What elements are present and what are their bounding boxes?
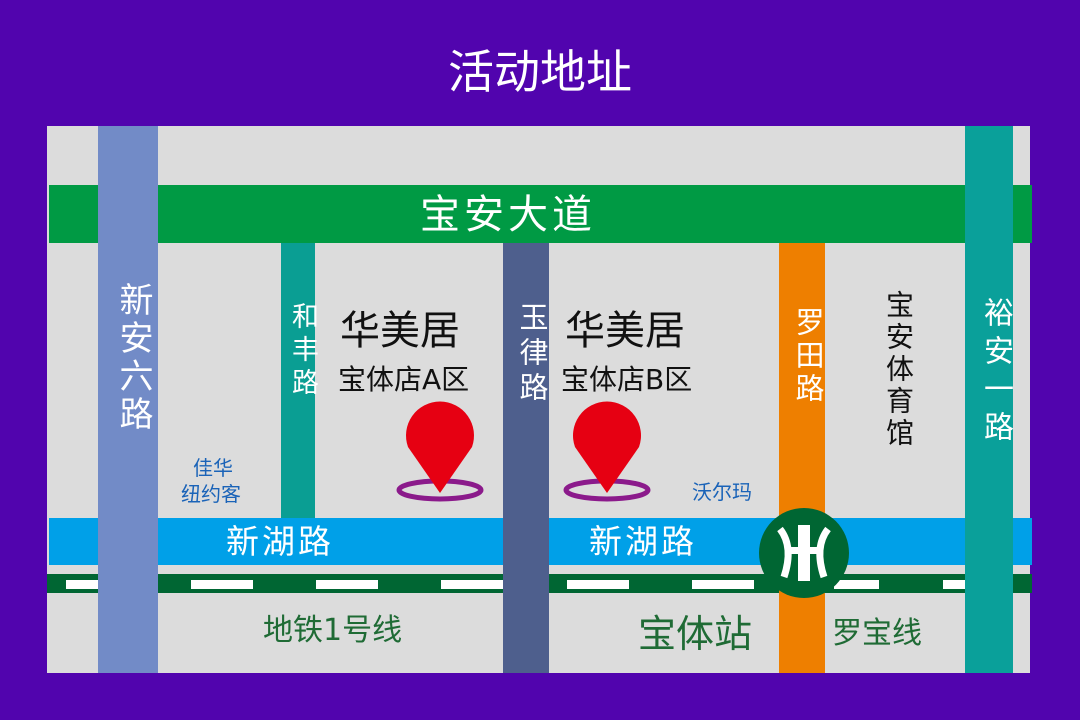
label-metro-line1: 地铁1号线	[263, 613, 403, 648]
landmark-newyork: 纽约客	[181, 482, 241, 506]
road-xinan6	[98, 126, 158, 673]
label-luobao-line: 罗宝线	[832, 616, 922, 651]
label-yulv: 玉律路	[515, 302, 549, 407]
metro-dash	[943, 580, 965, 589]
label-baoan-avenue: 宝安大道	[420, 192, 596, 238]
label-yuan1: 裕安一路	[978, 297, 1013, 449]
location-pin-a[interactable]	[390, 383, 490, 503]
store-a-name: 华美居	[340, 308, 460, 354]
metro-dash	[441, 580, 503, 589]
page-title: 活动地址	[448, 45, 632, 99]
metro-dash	[692, 580, 754, 589]
landmark-walmart: 沃尔玛	[692, 480, 752, 504]
metro-dash	[316, 580, 378, 589]
label-xinhu-left: 新湖路	[226, 522, 334, 561]
store-a-branch: 宝体店A区	[338, 363, 470, 396]
metro-logo-icon	[759, 508, 849, 598]
road-hefeng	[281, 243, 315, 518]
label-xinhu-right: 新湖路	[589, 522, 697, 561]
road-luotian	[779, 243, 825, 673]
location-pin-b[interactable]	[557, 383, 657, 503]
metro-dash	[834, 580, 879, 589]
store-b-branch: 宝体店B区	[561, 363, 693, 396]
road-baoan-avenue	[49, 185, 1032, 243]
road-yuan1	[965, 126, 1013, 673]
label-luotian: 罗田路	[791, 307, 825, 406]
label-hefeng: 和丰路	[287, 302, 318, 401]
metro-dash	[66, 580, 98, 589]
road-yulv	[503, 243, 549, 673]
label-xinan6: 新安六路	[113, 282, 153, 434]
metro-dash	[191, 580, 253, 589]
label-metro-station: 宝体站	[638, 612, 753, 656]
landmark-stadium: 宝安体育馆	[882, 290, 915, 450]
metro-dash	[567, 580, 629, 589]
landmark-jiahua: 佳华	[193, 456, 233, 480]
store-b-name: 华美居	[565, 308, 685, 354]
